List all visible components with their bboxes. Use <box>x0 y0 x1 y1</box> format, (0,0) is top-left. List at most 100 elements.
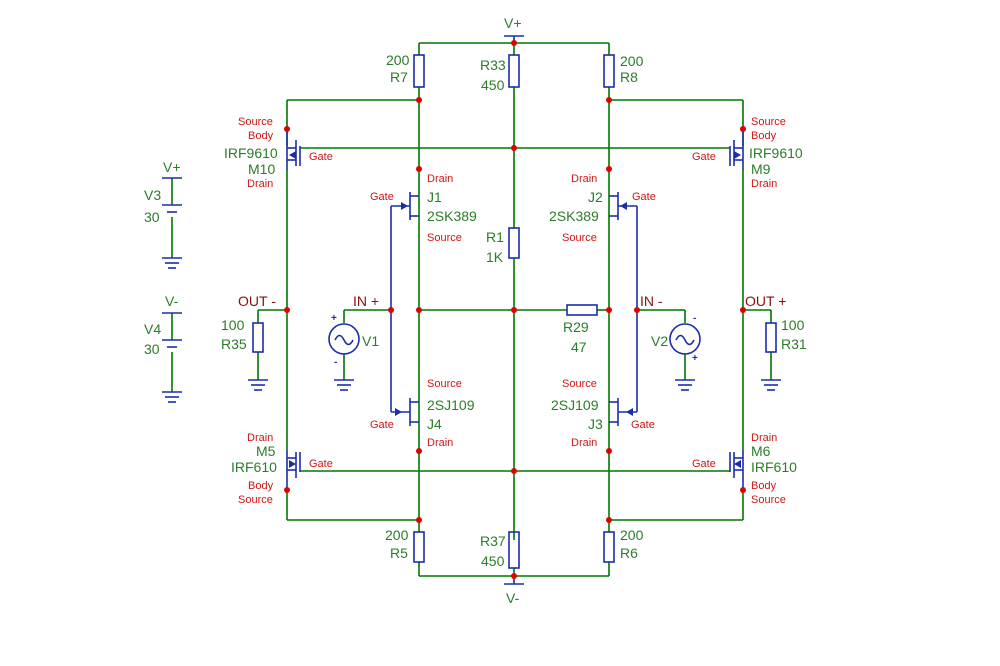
j4-name-label: J4 <box>427 416 442 432</box>
j1-jfet <box>391 192 419 220</box>
r31-resistor <box>765 322 777 353</box>
j2-part-label: 2SK389 <box>549 208 599 224</box>
j4-gate-pin: Gate <box>370 419 394 431</box>
r5-resistor <box>413 531 425 563</box>
j2-name-label: J2 <box>588 189 603 205</box>
j3-drain-pin: Drain <box>571 437 597 449</box>
v4-value-label: 30 <box>144 341 160 357</box>
r6-value-label: 200 <box>620 527 644 543</box>
v2-name-label: V2 <box>651 333 668 349</box>
r37-value-label: 450 <box>481 553 505 569</box>
r31-name-label: R31 <box>781 336 807 352</box>
j4-jfet <box>391 398 419 426</box>
v2-minus-mark: - <box>693 313 696 324</box>
r8-value-label: 200 <box>620 53 644 69</box>
j4-source-pin: Source <box>427 378 462 390</box>
m10-part-label: IRF9610 <box>224 145 278 161</box>
m10-mosfet <box>286 130 301 170</box>
m5-source-pin: Source <box>238 494 273 506</box>
r6-resistor <box>603 531 615 563</box>
m6-body-pin: Body <box>751 480 777 492</box>
v3-name-label: V3 <box>144 187 161 203</box>
r31-value-label: 100 <box>781 317 805 333</box>
r29-name-label: R29 <box>563 319 589 335</box>
m10-name-label: M10 <box>248 161 275 177</box>
r6-name-label: R6 <box>620 545 638 561</box>
junction-dots <box>284 40 746 579</box>
r1-resistor <box>508 227 520 259</box>
r7-resistor <box>413 54 425 88</box>
ground-v2 <box>675 379 695 391</box>
r35-resistor <box>252 322 264 353</box>
m10-body-pin: Body <box>248 130 274 142</box>
m5-body-pin: Body <box>248 480 274 492</box>
m10-source-pin: Source <box>238 116 273 128</box>
j3-part-label: 2SJ109 <box>551 397 599 413</box>
m9-mosfet <box>729 130 744 170</box>
in-minus-label: IN - <box>640 293 663 309</box>
j3-source-pin: Source <box>562 378 597 390</box>
r5-name-label: R5 <box>390 545 408 561</box>
j1-gate-pin: Gate <box>370 191 394 203</box>
ground-r31 <box>761 379 781 391</box>
r35-value-label: 100 <box>221 317 245 333</box>
v4-battery <box>162 312 182 403</box>
r5-value-label: 200 <box>385 527 409 543</box>
v1-name-label: V1 <box>362 333 379 349</box>
m6-gate-pin: Gate <box>692 458 716 470</box>
j2-source-pin: Source <box>562 232 597 244</box>
r29-resistor <box>566 304 598 316</box>
r8-resistor <box>603 54 615 88</box>
m9-body-pin: Body <box>751 130 777 142</box>
r29-value-label: 47 <box>571 339 587 355</box>
j3-gate-pin: Gate <box>631 419 655 431</box>
m9-source-pin: Source <box>751 116 786 128</box>
r1-value-label: 1K <box>486 249 504 265</box>
m5-mosfet <box>286 450 301 490</box>
v3-battery <box>162 177 182 269</box>
r37-resistor <box>508 531 520 569</box>
r8-name-label: R8 <box>620 69 638 85</box>
j4-part-label: 2SJ109 <box>427 397 475 413</box>
out-plus-label: OUT + <box>745 293 786 309</box>
r7-value-label: 200 <box>386 52 410 68</box>
r35-name-label: R35 <box>221 336 247 352</box>
m6-mosfet <box>729 450 744 490</box>
r33-value-label: 450 <box>481 77 505 93</box>
v1-ac-source <box>328 323 360 355</box>
r1-name-label: R1 <box>486 229 504 245</box>
j2-jfet <box>609 192 637 220</box>
m5-drain-pin: Drain <box>247 432 273 444</box>
m9-name-label: M9 <box>751 161 771 177</box>
r37-name-label: R37 <box>480 533 506 549</box>
m10-gate-pin: Gate <box>309 151 333 163</box>
v1-plus-mark: + <box>331 313 337 324</box>
m9-part-label: IRF9610 <box>749 145 803 161</box>
j4-drain-pin: Drain <box>427 437 453 449</box>
m6-name-label: M6 <box>751 443 771 459</box>
m6-source-pin: Source <box>751 494 786 506</box>
v3-value-label: 30 <box>144 209 160 225</box>
v1-minus-mark: - <box>334 357 337 368</box>
m5-gate-pin: Gate <box>309 458 333 470</box>
v4-name-label: V4 <box>144 321 161 337</box>
r7-name-label: R7 <box>390 69 408 85</box>
r33-resistor <box>508 54 520 88</box>
in-plus-label: IN + <box>353 293 379 309</box>
vminus-bottom-label: V- <box>506 590 520 606</box>
j3-name-label: J3 <box>588 416 603 432</box>
m6-part-label: IRF610 <box>751 459 797 475</box>
m6-drain-pin: Drain <box>751 432 777 444</box>
v3-polarity-label: V+ <box>163 159 181 175</box>
j1-source-pin: Source <box>427 232 462 244</box>
v2-ac-source <box>669 323 701 355</box>
j2-drain-pin: Drain <box>571 173 597 185</box>
m9-drain-pin: Drain <box>751 178 777 190</box>
j2-gate-pin: Gate <box>632 191 656 203</box>
out-minus-label: OUT - <box>238 293 276 309</box>
vplus-top-label: V+ <box>504 15 522 31</box>
ground-r35 <box>248 379 268 391</box>
r33-name-label: R33 <box>480 57 506 73</box>
m9-gate-pin: Gate <box>692 151 716 163</box>
